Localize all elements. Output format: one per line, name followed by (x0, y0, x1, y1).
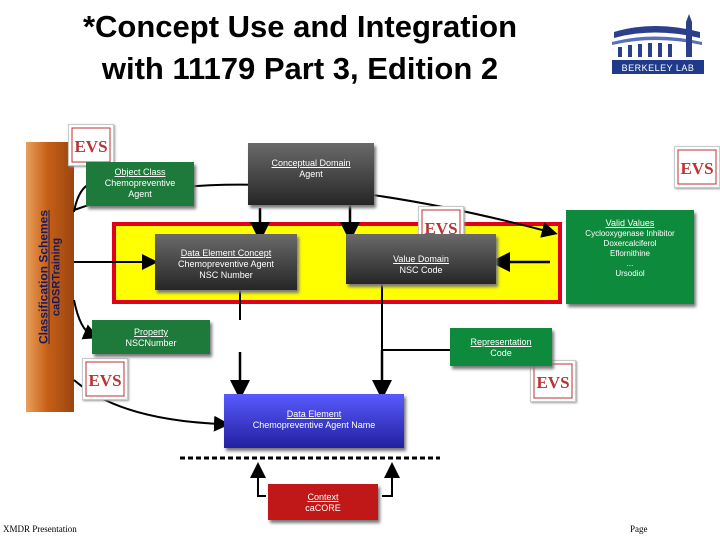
svg-text:EVS: EVS (424, 219, 457, 238)
svg-text:EVS: EVS (536, 373, 569, 392)
data-element-box: Data Element Chemopreventive Agent Name (224, 394, 404, 448)
valid-value-item: Cyclooxygenase Inhibitor (585, 229, 675, 238)
svg-text:EVS: EVS (88, 371, 121, 390)
arrow-context-right (382, 462, 400, 497)
property-heading: Property (133, 327, 168, 337)
object-class-line1: Chemopreventive (104, 178, 176, 188)
object-class-heading: Object Class (114, 167, 166, 177)
svg-text:EVS: EVS (680, 159, 713, 178)
value-domain-box: Value Domain NSC Code (346, 234, 496, 284)
value-domain-heading: Value Domain (393, 254, 449, 264)
evs-logo-icon: EVS (68, 124, 114, 166)
classification-schemes-bar: Classification Schemes caDSRTraining (26, 142, 74, 412)
dec-line2: NSC Number (199, 270, 253, 280)
footer-left: XMDR Presentation (3, 524, 77, 534)
object-class-box: Object Class Chemopreventive Agent (86, 162, 194, 206)
curve-to-property (73, 299, 100, 340)
valid-values-heading: Valid Values (605, 218, 655, 228)
conceptual-domain-heading: Conceptual Domain (271, 158, 351, 168)
dec-heading: Data Element Concept (180, 248, 272, 258)
title-line-1: *Concept Use and Integration (82, 9, 518, 44)
conceptual-domain-box: Conceptual Domain Agent (248, 143, 374, 205)
valid-value-item: Doxercalciferol (603, 239, 657, 248)
context-value: caCORE (305, 503, 341, 513)
conceptual-domain-value: Agent (299, 169, 323, 179)
slide-title: *Concept Use and Integration with 11179 … (0, 6, 600, 90)
arrow-context-left (250, 462, 266, 497)
valid-value-item: ... (626, 259, 634, 268)
object-class-line2: Agent (128, 189, 152, 199)
context-heading: Context (307, 492, 339, 502)
data-element-heading: Data Element (286, 409, 342, 419)
data-element-value: Chemopreventive Agent Name (252, 420, 376, 430)
data-element-concept-box: Data Element Concept Chemopreventive Age… (155, 234, 297, 290)
footer-right: Page (630, 524, 648, 534)
valid-value-item: Ursodiol (615, 269, 645, 278)
svg-text:EVS: EVS (74, 137, 107, 156)
representation-box: Representation Code (450, 328, 552, 366)
dec-line1: Chemopreventive Agent (177, 259, 275, 269)
value-domain-value: NSC Code (399, 265, 443, 275)
valid-value-item: Eflornithine (609, 249, 651, 258)
evs-logo-icon: EVS (530, 360, 576, 402)
property-box: Property NSCNumber (92, 320, 210, 354)
representation-value: Code (490, 348, 512, 358)
title-line-2: with 11179 Part 3, Edition 2 (101, 51, 499, 86)
property-value: NSCNumber (125, 338, 177, 348)
evs-logo-icon: EVS (82, 358, 128, 400)
representation-heading: Representation (470, 337, 532, 347)
valid-values-box: Valid Values Cyclooxygenase Inhibitor Do… (566, 210, 694, 304)
logo-text: BERKELEY LAB (622, 63, 695, 73)
evs-logo-icon: EVS (674, 146, 720, 188)
context-box: Context caCORE (268, 484, 378, 520)
berkeley-lab-logo: BERKELEY LAB (604, 14, 712, 80)
